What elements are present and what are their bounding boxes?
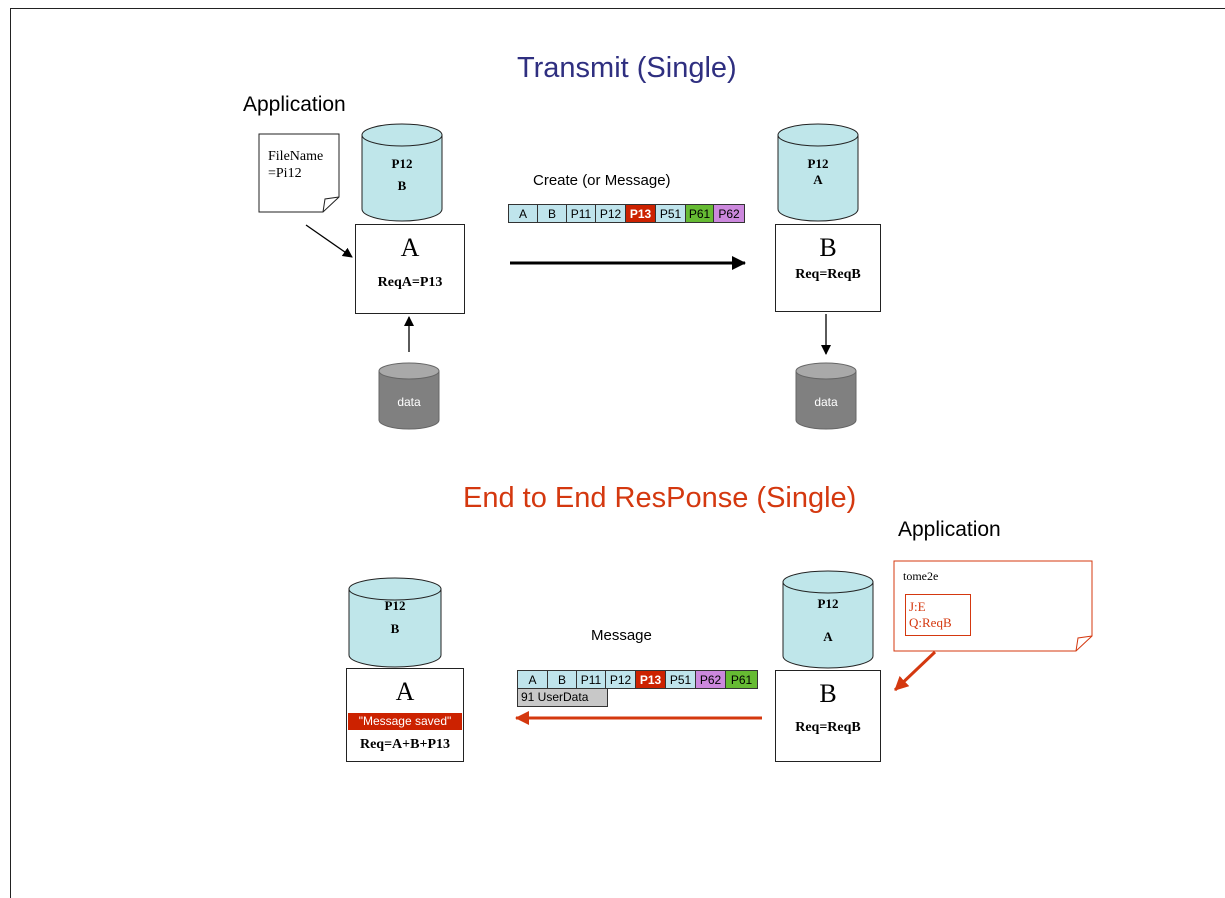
response-title: End to End ResPonse (Single) — [463, 482, 857, 514]
data-cylinder-left: data — [378, 362, 440, 430]
endpoint-letter: B — [819, 679, 837, 708]
note-line-2: Q:ReqB — [909, 615, 952, 630]
endpoint-req: Req=A+B+P13 — [359, 737, 451, 752]
p12-cylinder-right-top: P12 A — [777, 123, 859, 223]
packet-segment-p13: P13 — [636, 671, 666, 688]
cylinder-label-line1: P12 — [384, 598, 406, 613]
packet-segment-p12: P12 — [606, 671, 636, 688]
note-inner-box: J:E Q:ReqB — [905, 594, 971, 636]
cylinder-label-line2: A — [813, 172, 823, 187]
application-label-bottom: Application — [898, 518, 1001, 541]
endpoint-box-b: B Req=ReqB — [775, 224, 881, 312]
data-label: data — [814, 395, 838, 409]
endpoint-letter: A — [395, 677, 415, 706]
packet-segment-b: B — [538, 205, 567, 222]
endpoint-req: Req=ReqB — [795, 720, 861, 735]
note-line-2: =Pi12 — [268, 166, 302, 181]
packet-segment-p62: P62 — [696, 671, 726, 688]
packet-segment-p11: P11 — [577, 671, 606, 688]
userdata-segment: 91 UserData — [517, 688, 608, 707]
packet-segment-p13: P13 — [626, 205, 656, 222]
cylinder-label-line2: B — [397, 178, 407, 193]
packet-segment-a: A — [509, 205, 538, 222]
cylinder-label-line1: P12 — [807, 156, 829, 171]
cylinder-label-line2: B — [390, 621, 400, 636]
endpoint-req: ReqA=P13 — [377, 275, 443, 290]
tome2e-note: tome2e J:E Q:ReqB — [893, 560, 1093, 652]
packet-segment-p62: P62 — [714, 205, 744, 222]
filename-note: FileName =Pi12 — [258, 133, 340, 213]
slide-frame — [10, 8, 1225, 898]
endpoint-letter: A — [400, 233, 420, 262]
application-label-top: Application — [243, 93, 346, 116]
cylinder-label-line2: A — [823, 629, 833, 644]
data-cylinder-right: data — [795, 362, 857, 430]
message-saved-banner: "Message saved" — [348, 713, 462, 730]
packet-segment-a: A — [518, 671, 548, 688]
packet-segment-p51: P51 — [666, 671, 696, 688]
note-line-1: FileName — [268, 149, 324, 164]
p12-cylinder-left-top: P12 B — [361, 123, 443, 223]
p12-cylinder-left-bottom: P12 B — [348, 577, 442, 669]
packet-segment-p12: P12 — [596, 205, 626, 222]
packet-segment-b: B — [548, 671, 577, 688]
note-title: tome2e — [903, 569, 939, 583]
create-caption: Create (or Message) — [533, 172, 671, 189]
cylinder-label-line1: P12 — [817, 596, 839, 611]
data-label: data — [397, 395, 421, 409]
endpoint-box-b-response: B Req=ReqB — [775, 670, 881, 762]
cylinder-label-line1: P12 — [391, 156, 413, 171]
endpoint-box-a: A ReqA=P13 — [355, 224, 465, 314]
transmit-title: Transmit (Single) — [517, 52, 737, 84]
endpoint-letter: B — [819, 233, 837, 262]
endpoint-box-a-response: A "Message saved" Req=A+B+P13 — [346, 668, 464, 762]
packet-segment-p61: P61 — [726, 671, 757, 688]
packet-segment-p61: P61 — [686, 205, 714, 222]
note-line-1: J:E — [909, 599, 926, 614]
packet-segment-p11: P11 — [567, 205, 596, 222]
p12-cylinder-right-bottom: P12 A — [782, 570, 874, 670]
endpoint-req: Req=ReqB — [795, 267, 861, 282]
packet-segment-p51: P51 — [656, 205, 686, 222]
message-caption: Message — [591, 627, 652, 644]
